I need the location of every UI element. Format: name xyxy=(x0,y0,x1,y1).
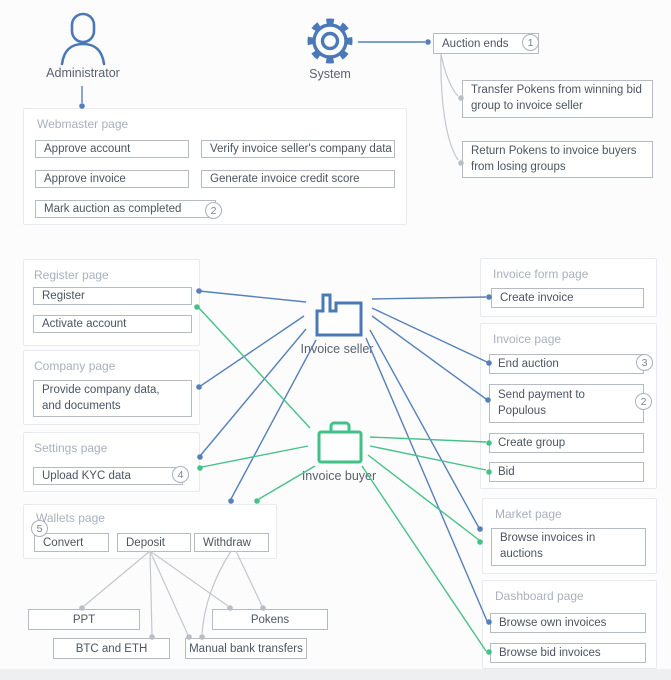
node-pokens[interactable]: Pokens xyxy=(212,609,328,630)
panel-title-invoice-form: Invoice form page xyxy=(493,267,589,281)
action-verify-company-data[interactable]: Verify invoice seller's company data xyxy=(201,140,395,158)
action-approve-account[interactable]: Approve account xyxy=(35,140,189,158)
step-badge-end-auction: 3 xyxy=(636,354,653,371)
node-auction-ends[interactable]: Auction ends xyxy=(433,33,539,54)
edge-seller-register xyxy=(198,290,307,303)
node-transfer-pokens[interactable]: Transfer Pokens from winning bid group t… xyxy=(462,80,653,118)
edge-seller-create-invoice xyxy=(371,296,487,300)
action-activate-account[interactable]: Activate account xyxy=(33,315,192,333)
panel-title-settings: Settings page xyxy=(34,441,108,455)
edge-buyer-bid xyxy=(369,445,487,471)
step-badge-send-payment: 2 xyxy=(635,393,652,410)
panel-market: Market page Browse invoices in auctions xyxy=(482,498,657,574)
action-approve-invoice[interactable]: Approve invoice xyxy=(35,170,189,188)
panel-title-webmaster: Webmaster page xyxy=(37,117,129,131)
bottom-strip xyxy=(0,669,671,680)
gear-icon[interactable] xyxy=(304,15,356,67)
node-return-pokens[interactable]: Return Pokens to invoice buyers from los… xyxy=(462,141,653,178)
edge-auction-transfer xyxy=(440,53,459,97)
action-browse-own-invoices[interactable]: Browse own invoices xyxy=(490,613,646,633)
action-create-invoice[interactable]: Create invoice xyxy=(491,288,644,308)
panel-invoice: Invoice page End auction Send payment to… xyxy=(480,323,657,489)
step-badge-auction-ends: 1 xyxy=(522,34,539,51)
action-upload-kyc[interactable]: Upload KYC data xyxy=(33,467,183,485)
edge-buyer-register xyxy=(198,307,311,429)
action-generate-credit-score[interactable]: Generate invoice credit score xyxy=(201,170,395,188)
briefcase-icon[interactable] xyxy=(317,420,363,464)
panel-register: Register page Register Activate account xyxy=(23,259,200,346)
action-withdraw[interactable]: Withdraw xyxy=(194,533,269,552)
step-badge-mark-auction: 2 xyxy=(205,202,222,219)
action-mark-auction-completed[interactable]: Mark auction as completed xyxy=(35,200,216,218)
panel-title-market: Market page xyxy=(495,507,562,521)
node-ppt[interactable]: PPT xyxy=(28,609,140,630)
action-browse-bid-invoices[interactable]: Browse bid invoices xyxy=(490,643,646,663)
action-deposit[interactable]: Deposit xyxy=(117,533,191,552)
edge-buyer-browse-bid xyxy=(361,465,487,652)
actor-label-invoice-seller: Invoice seller xyxy=(300,342,374,356)
action-send-payment[interactable]: Send payment to Populous xyxy=(489,384,644,423)
actor-label-system: System xyxy=(309,67,351,81)
panel-title-company: Company page xyxy=(34,359,116,373)
edge-buyer-create-group xyxy=(369,436,487,443)
step-badge-wallets: 5 xyxy=(31,520,48,537)
edge-auction-return xyxy=(440,53,459,161)
step-badge-upload-kyc: 4 xyxy=(172,466,189,483)
panel-dashboard: Dashboard page Browse own invoices Brows… xyxy=(482,580,657,669)
edge-deposit-ppt xyxy=(83,550,151,607)
edge-withdraw-pokens xyxy=(235,550,263,607)
edge-deposit-manual xyxy=(149,550,189,636)
node-btc-eth[interactable]: BTC and ETH xyxy=(53,638,170,659)
edge-deposit-btc xyxy=(149,550,153,636)
actor-label-administrator: Administrator xyxy=(46,66,120,80)
edge-seller-end-auction xyxy=(371,307,488,363)
action-provide-company-data[interactable]: Provide company data, and documents xyxy=(33,380,192,417)
edge-deposit-pokens xyxy=(149,550,229,607)
panel-title-register: Register page xyxy=(34,268,109,282)
action-browse-invoices-auctions[interactable]: Browse invoices in auctions xyxy=(491,528,646,566)
actor-label-invoice-buyer: Invoice buyer xyxy=(301,469,377,483)
action-register[interactable]: Register xyxy=(33,287,192,305)
panel-invoice-form: Invoice form page Create invoice xyxy=(480,258,657,317)
panel-settings: Settings page Upload KYC data xyxy=(23,432,200,492)
panel-title-dashboard: Dashboard page xyxy=(495,589,584,603)
node-manual-bank-transfers[interactable]: Manual bank transfers xyxy=(185,638,307,659)
person-icon[interactable] xyxy=(59,12,107,66)
action-bid[interactable]: Bid xyxy=(489,462,644,482)
panel-company: Company page Provide company data, and d… xyxy=(23,350,200,425)
edge-buyer-market xyxy=(367,454,480,541)
edge-seller-send-payment xyxy=(371,315,487,400)
panel-title-wallets: Wallets page xyxy=(36,511,105,525)
action-convert[interactable]: Convert xyxy=(34,533,109,552)
action-end-auction[interactable]: End auction xyxy=(489,354,644,374)
panel-wallets: Wallets page Convert Deposit Withdraw xyxy=(23,504,277,559)
panel-title-invoice: Invoice page xyxy=(493,332,562,346)
factory-icon[interactable] xyxy=(314,292,364,338)
edge-buyer-settings xyxy=(201,445,309,468)
edge-seller-market xyxy=(369,329,480,529)
action-create-group[interactable]: Create group xyxy=(489,433,644,453)
